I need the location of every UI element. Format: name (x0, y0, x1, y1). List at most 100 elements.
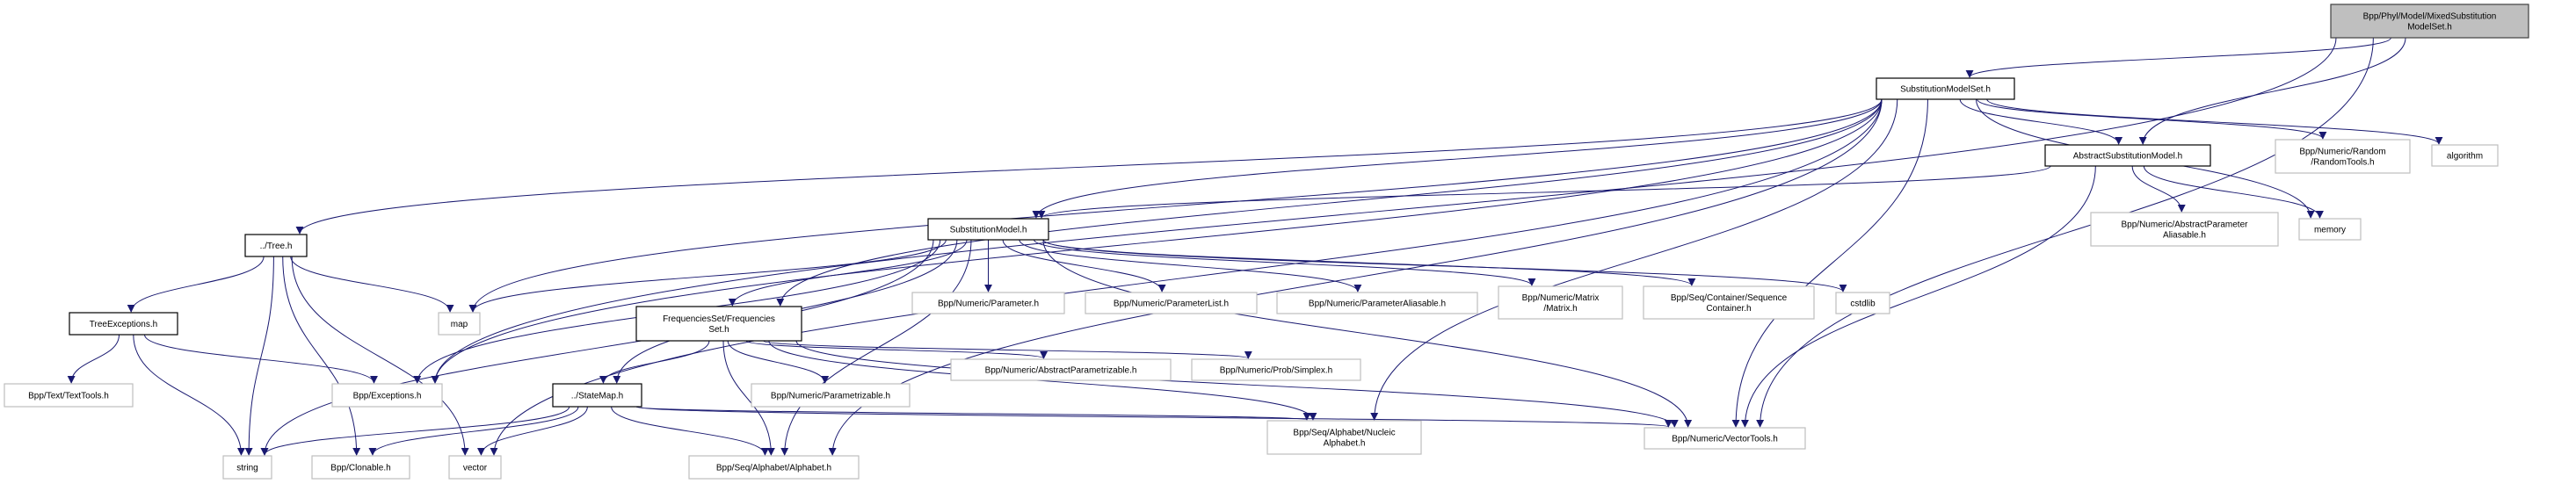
edge-freq-to-vectortools (795, 340, 1679, 428)
node-texttools: Bpp/Text/TextTools.h (4, 383, 134, 408)
node-box (751, 383, 911, 408)
node-label: ModelSet.h (2407, 23, 2452, 32)
node-smset[interactable]: SubstitutionModelSet.h (1876, 77, 2015, 100)
node-box (2431, 144, 2499, 167)
nodes-layer: Bpp/Phyl/Model/MixedSubstitutionModelSet… (4, 4, 2529, 480)
edge-smset-to-vectortools (1731, 98, 1928, 428)
node-box (2275, 139, 2411, 174)
node-label: Bpp/Numeric/AbstractParametrizable.h (985, 366, 1137, 376)
node-label: Bpp/Text/TextTools.h (28, 392, 109, 401)
node-label: Set.h (708, 325, 729, 335)
edge-sm-to-map (468, 239, 947, 313)
edge-mixed-to-vectortools (1756, 37, 2374, 428)
node-label: ../Tree.h (260, 242, 293, 251)
node-label: Container.h (1706, 304, 1751, 314)
edge-tree-to-map (290, 256, 454, 313)
edge-asm-to-sm (1037, 165, 2051, 219)
node-box (438, 312, 481, 336)
node-statemap[interactable]: ../StateMap.h (552, 383, 642, 408)
node-box (2044, 144, 2211, 167)
edge-sm-to-vectortools (1042, 239, 1693, 428)
node-asm[interactable]: AbstractSubstitutionModel.h (2044, 144, 2211, 167)
node-treeexc[interactable]: TreeExceptions.h (69, 312, 178, 336)
node-string: string (222, 455, 272, 480)
edge-mixed-to-asm (2138, 37, 2406, 145)
node-box (244, 234, 308, 257)
node-label: /Matrix.h (1543, 304, 1577, 314)
edge-asm-to-memory (2143, 165, 2324, 219)
edge-sm-to-string (260, 239, 934, 456)
node-label: Bpp/Exceptions.h (353, 392, 422, 401)
node-sm[interactable]: SubstitutionModel.h (927, 218, 1049, 241)
edge-smset-to-map (468, 98, 1883, 313)
edge-freq-to-statemap (599, 340, 710, 384)
edge-sm-to-paramlist (1002, 239, 1166, 292)
node-box (950, 358, 1172, 381)
node-label: Bpp/Numeric/VectorTools.h (1672, 435, 1778, 444)
node-algorithm: algorithm (2431, 144, 2499, 167)
node-box (688, 455, 860, 480)
node-clonable: Bpp/Clonable.h (311, 455, 410, 480)
node-box (4, 383, 134, 408)
edge-smset-to-nucleic (1370, 98, 1898, 421)
edge-treeexc-to-exceptions (144, 334, 378, 384)
node-label: Bpp/Numeric/Parametrizable.h (771, 392, 890, 401)
node-box (448, 455, 502, 480)
node-box (2298, 218, 2362, 241)
edge-sm-to-paramalias (1019, 239, 1362, 292)
node-param: Bpp/Numeric/Parameter.h (911, 292, 1065, 314)
edge-freq-to-simplex (763, 340, 1252, 359)
node-label: AbstractSubstitutionModel.h (2073, 152, 2183, 162)
edge-smset-to-tree (295, 98, 1883, 235)
edge-smset-to-exceptions (431, 98, 1883, 384)
node-box (1276, 292, 1478, 314)
edge-smset-to-random (1977, 98, 2327, 140)
edge-sm-to-seqcont (1042, 239, 1696, 286)
node-label: Bpp/Numeric/AbstractParameter (2122, 220, 2249, 230)
node-label: memory (2314, 226, 2346, 235)
edge-tree-to-vector (291, 256, 469, 456)
node-box (222, 455, 272, 480)
edge-smset-to-asm (1959, 98, 2123, 145)
node-box (331, 383, 443, 408)
node-label: Bpp/Seq/Alphabet/Nucleic (1293, 429, 1395, 438)
node-matrix: Bpp/Numeric/Matrix/Matrix.h (1498, 285, 1623, 320)
node-alphabet: Bpp/Seq/Alphabet/Alphabet.h (688, 455, 860, 480)
node-label: TreeExceptions.h (90, 320, 157, 329)
node-box (1085, 292, 1258, 314)
edge-freq-to-alphabet (722, 340, 775, 456)
edge-statemap-to-clonable (368, 406, 579, 456)
node-label: algorithm (2447, 152, 2483, 162)
edge-statemap-to-alphabet (611, 406, 769, 456)
node-label: Bpp/Numeric/ParameterList.h (1114, 300, 1229, 309)
edge-smset-to-sm (1032, 98, 1883, 219)
node-simplex: Bpp/Numeric/Prob/Simplex.h (1191, 358, 1361, 381)
node-mixed[interactable]: Bpp/Phyl/Model/MixedSubstitutionModelSet… (2330, 4, 2529, 39)
node-box (1876, 77, 2015, 100)
edges-layer (67, 37, 2443, 456)
edge-tree-to-treeexc (127, 256, 265, 313)
node-box (69, 312, 178, 336)
edge-freq-to-parametrizable (727, 340, 830, 384)
node-box (1191, 358, 1361, 381)
edge-tree-to-clonable (282, 256, 361, 456)
node-label: SubstitutionModelSet.h (1900, 85, 1991, 95)
edge-sm-to-cstdlib (1042, 239, 1847, 292)
node-paramlist: Bpp/Numeric/ParameterList.h (1085, 292, 1258, 314)
edge-sm-to-freq (728, 239, 968, 307)
node-label: /RandomTools.h (2311, 158, 2374, 168)
node-label: FrequenciesSet/Frequencies (663, 314, 775, 324)
node-box (2330, 4, 2529, 39)
node-box (1266, 420, 1422, 455)
node-box (1835, 292, 1890, 314)
edge-statemap-to-nucleic (635, 406, 1310, 421)
node-box (1644, 427, 1806, 450)
node-label: map (451, 320, 468, 329)
node-tree[interactable]: ../Tree.h (244, 234, 308, 257)
node-freq[interactable]: FrequenciesSet/FrequenciesSet.h (635, 306, 802, 342)
node-box (2090, 212, 2279, 247)
node-label: Bpp/Numeric/Prob/Simplex.h (1220, 366, 1332, 376)
node-label: Bpp/Numeric/Random (2299, 148, 2385, 157)
